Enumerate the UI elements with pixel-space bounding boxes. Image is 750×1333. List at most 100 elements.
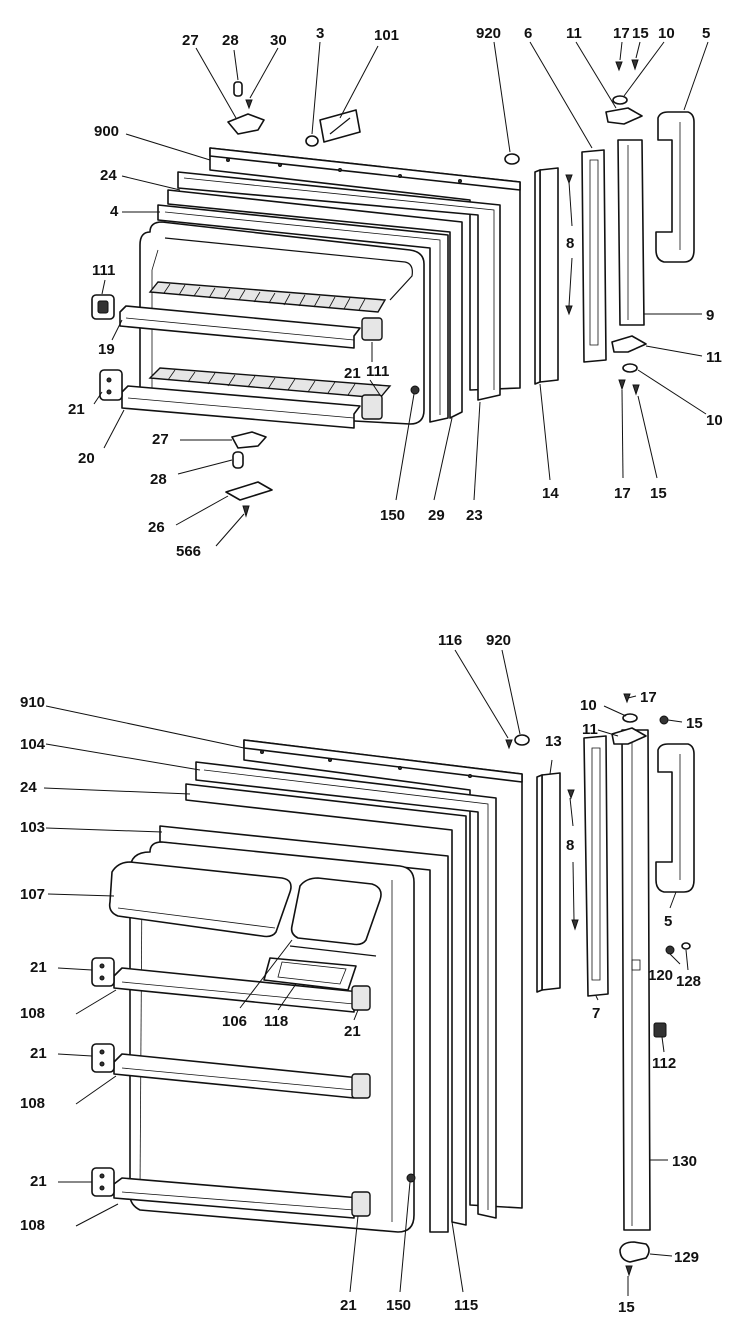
label-15-lower: 15 [686,715,703,732]
upper-door-assembly [91,59,695,518]
label-17: 17 [613,25,630,42]
hinge-plate-26 [225,481,273,501]
label-108-top: 108 [20,1005,45,1022]
label-24: 24 [100,167,117,184]
label-129: 129 [674,1249,699,1266]
label-910: 910 [20,694,45,711]
end-cap-11-bottom [611,335,647,353]
label-11-lower: 11 [582,721,598,738]
label-128: 128 [676,973,701,990]
plug-920-lower [514,734,530,746]
label-3: 3 [316,25,324,42]
bracket-21-liner-bot [351,1191,371,1217]
label-17-lower: 17 [640,689,657,706]
handle-trim-130 [621,729,651,1231]
hinge-pin-28-bottom [232,451,244,469]
plug-920 [504,153,520,165]
label-27: 27 [182,32,199,49]
screw-15-lower-bottom [625,1265,633,1277]
label-10-lower: 10 [580,697,597,714]
hinge-27-bottom [231,431,267,449]
label-118: 118 [264,1013,288,1030]
hinge-27-top [227,113,265,135]
washer-10-bottom [622,363,638,373]
upper-shelf-bar [119,305,361,349]
screw-17-top [615,61,623,72]
lower-labels: 116 920 910 104 24 103 107 13 10 17 11 1… [20,632,703,1316]
upper-labels: 27 28 30 3 101 920 6 11 17 15 10 5 900 2… [68,25,723,560]
channel-14 [539,167,559,383]
label-104: 104 [20,736,46,753]
label-4: 4 [110,203,119,220]
label-20: 20 [78,450,95,467]
label-112: 112 [652,1055,676,1072]
screw-120 [665,945,675,955]
label-8-lower: 8 [566,837,574,854]
label-11-bottom: 11 [706,349,722,366]
door-handle-5-lower [655,743,695,893]
screw-8-top [565,174,573,185]
label-6: 6 [524,25,532,42]
label-30: 30 [270,32,287,49]
clip-128 [681,942,691,950]
label-7: 7 [592,1005,600,1022]
label-150-lower: 150 [386,1297,411,1314]
handle-trim-9 [617,139,645,326]
label-15: 15 [632,25,649,42]
washer-3 [305,135,319,147]
label-103: 103 [20,819,45,836]
label-21-left: 21 [68,401,85,418]
hinge-pin-28-top [233,81,243,97]
label-5: 5 [702,25,710,42]
label-116: 116 [438,632,462,649]
label-920: 920 [476,25,501,42]
label-108-bot: 108 [20,1217,45,1234]
label-566: 566 [176,543,201,560]
screw-30 [245,99,253,110]
label-21-bottom: 21 [340,1297,357,1314]
label-101: 101 [374,27,399,44]
label-150: 150 [380,507,405,524]
handle-bracket-7 [583,735,609,997]
label-21-l1: 21 [30,959,47,976]
label-111-left: 111 [92,262,115,279]
lower-shelf-grid [148,367,392,399]
label-11: 11 [566,25,582,42]
shelf-bracket-right-upper [361,317,383,341]
handle-bracket-6 [581,149,607,363]
clip-112 [653,1022,667,1038]
label-120: 120 [648,967,673,984]
label-15-lower-bottom: 15 [618,1299,635,1316]
label-8: 8 [566,235,574,252]
screw-116 [505,739,513,750]
end-cap-129 [619,1241,650,1263]
upper-shelf-grid [148,281,387,313]
bracket-21-left-top [91,957,115,987]
bracket-21-left-mid [91,1043,115,1073]
lower-leaders [43,649,689,1296]
lower-door-assembly [91,693,695,1277]
screw-17-bottom [618,379,626,391]
screw-15-top [631,59,639,71]
channel-13 [541,772,561,991]
door-handle-5 [655,111,695,263]
bracket-21-liner-mid [351,1073,371,1099]
shelf-bracket-21 [99,369,123,401]
door-gasket [177,171,501,401]
screw-566 [242,505,250,518]
end-cap-11-lower [611,727,647,745]
screw-150 [410,385,420,395]
label-23: 23 [466,507,483,524]
label-5-lower: 5 [664,913,672,930]
label-17-bottom: 17 [614,485,631,502]
label-26: 26 [148,519,165,536]
label-900: 900 [94,123,119,140]
end-cap-11-top [605,107,643,125]
label-14: 14 [542,485,559,502]
screw-8-lower-bottom [571,919,579,931]
label-24-lower: 24 [20,779,37,796]
label-28-bottom: 28 [150,471,167,488]
label-21-right: 21 [344,365,361,382]
screw-8-lower-top [567,789,575,800]
label-920-lower: 920 [486,632,511,649]
